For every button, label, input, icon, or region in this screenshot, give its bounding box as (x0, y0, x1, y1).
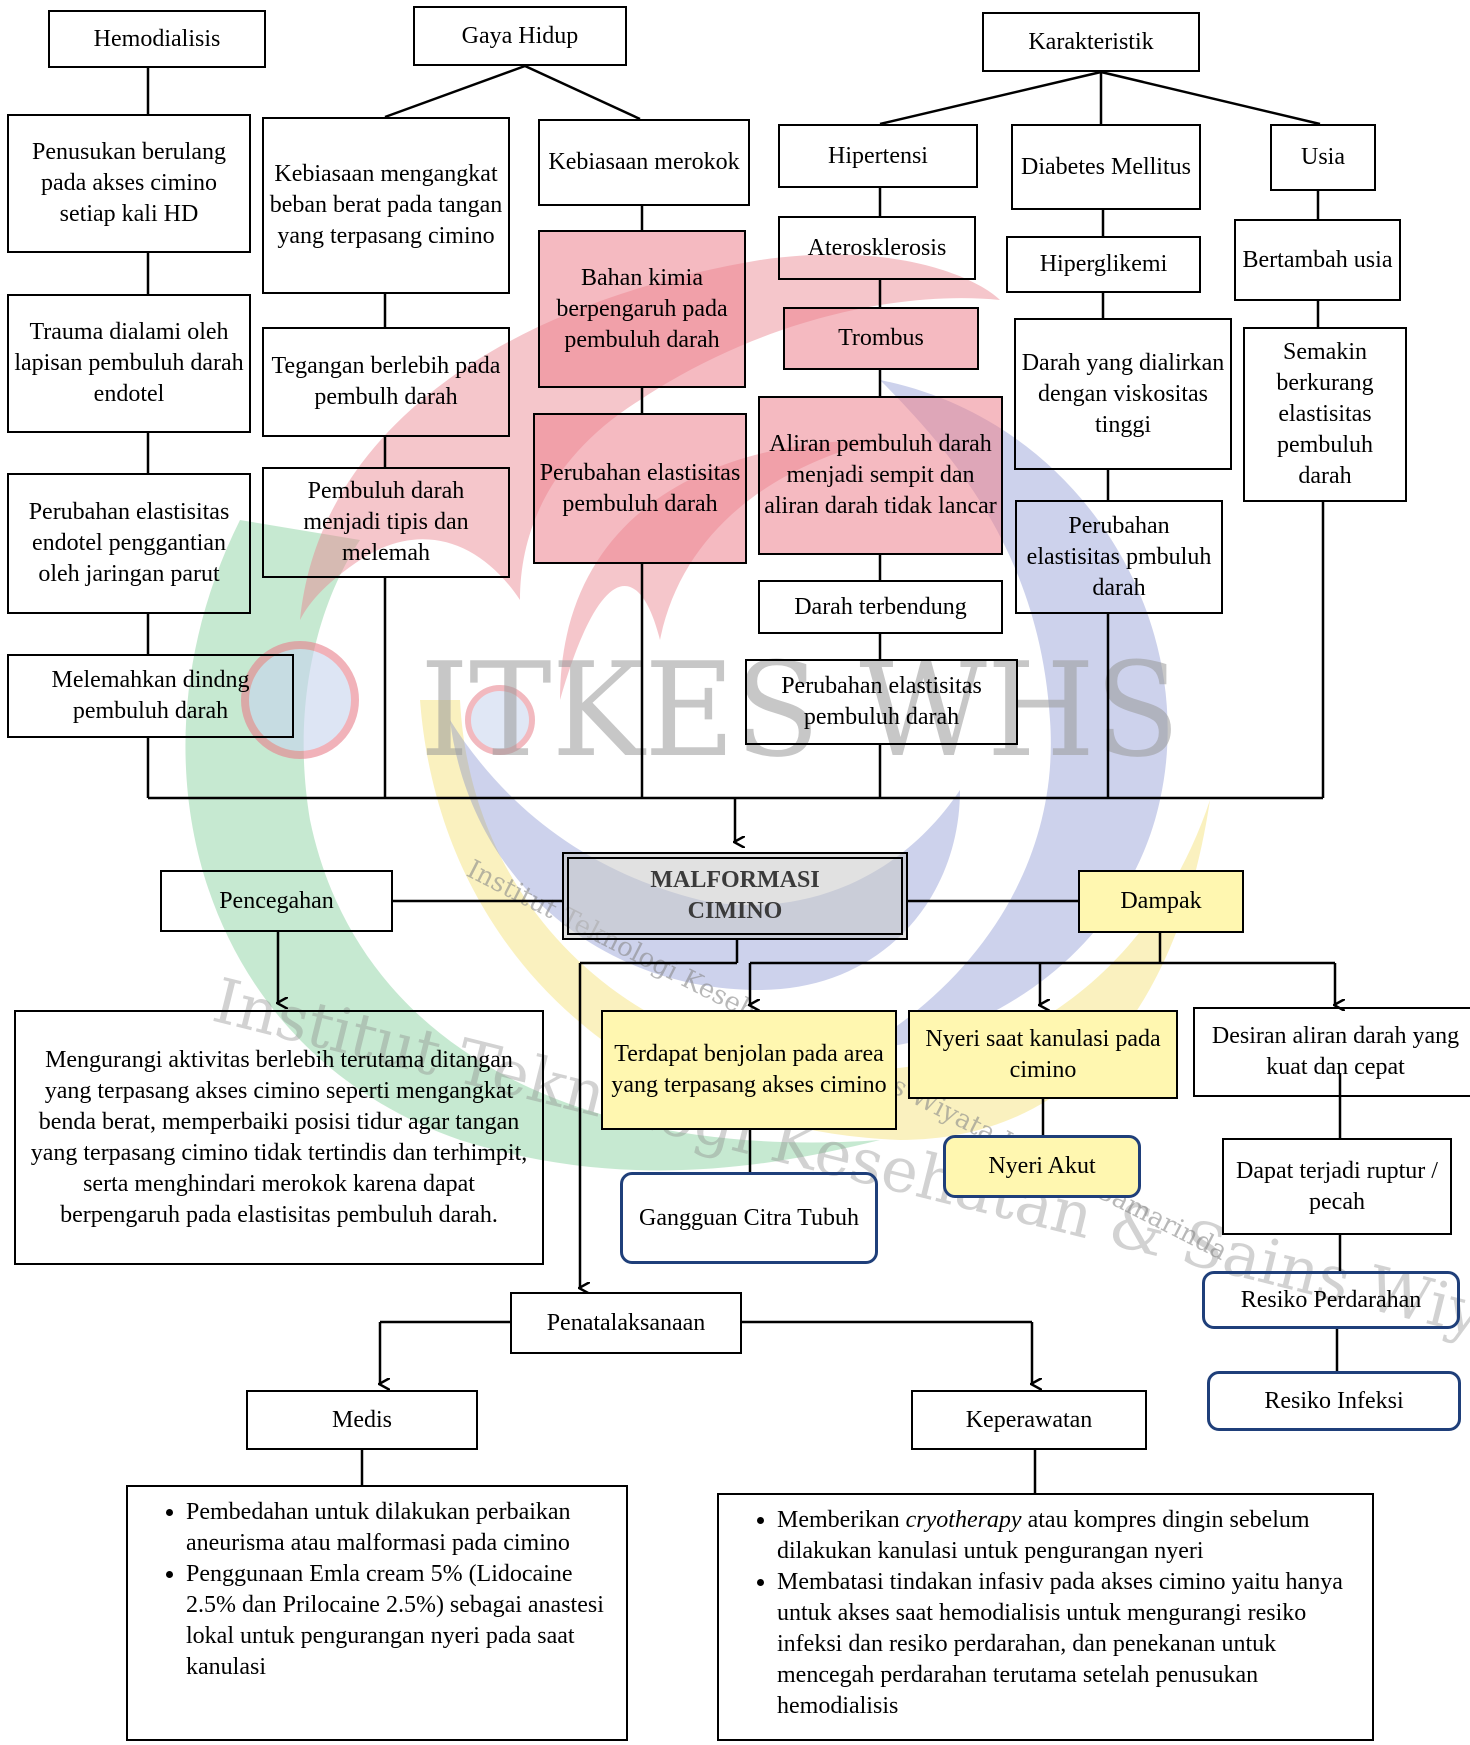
node-desiran: Desiran aliran darah yang kuat dan cepat (1193, 1007, 1470, 1097)
node-bertambah-usia: Bertambah usia (1234, 219, 1401, 301)
node-trombus: Trombus (783, 307, 979, 370)
node-penatalaksanaan: Penatalaksanaan (510, 1292, 742, 1354)
node-perubahan-elastisitas-2: Perubahan elastisitas pembuluh darah (745, 659, 1018, 745)
node-nyeri-akut: Nyeri Akut (943, 1135, 1141, 1198)
medis-list: Pembedahan untuk dilakukan perbaikan ane… (126, 1485, 628, 1741)
node-keperawatan: Keperawatan (911, 1390, 1147, 1450)
watermark-red-flame (300, 254, 1000, 621)
node-aliran-sempit: Aliran pembuluh darah menjadi sempit dan… (758, 396, 1003, 555)
node-hipertensi: Hipertensi (778, 124, 978, 188)
node-perubahan-endotel: Perubahan elastisitas endotel penggantia… (7, 473, 251, 614)
node-pencegahan: Pencegahan (160, 870, 393, 932)
node-karakteristik: Karakteristik (982, 12, 1200, 72)
node-penusukan: Penusukan berulang pada akses cimino set… (7, 114, 251, 253)
node-trauma: Trauma dialami oleh lapisan pembuluh dar… (7, 294, 251, 433)
node-aterosklerosis: Aterosklerosis (778, 216, 976, 280)
keperawatan-list: Memberikan cryotherapy atau kompres ding… (717, 1493, 1374, 1741)
node-kebiasaan-angkat: Kebiasaan mengangkat beban berat pada ta… (262, 117, 510, 294)
node-gaya-hidup: Gaya Hidup (413, 6, 627, 66)
node-ruptur: Dapat terjadi ruptur / pecah (1222, 1138, 1452, 1235)
medis-item: Penggunaan Emla cream 5% (Lidocaine 2.5%… (186, 1559, 612, 1683)
node-kebiasaan-merokok: Kebiasaan merokok (538, 119, 750, 206)
node-diabetes: Diabetes Mellitus (1011, 124, 1201, 210)
node-malformasi-cimino: MALFORMASI CIMINO (562, 852, 908, 940)
node-dampak: Dampak (1078, 870, 1244, 933)
node-semakin-berkurang: Semakin berkurang elastisitas pembuluh d… (1243, 327, 1407, 502)
node-hemodialisis: Hemodialisis (48, 10, 266, 68)
node-resiko-infeksi: Resiko Infeksi (1207, 1371, 1461, 1431)
node-mengurangi-aktivitas: Mengurangi aktivitas berlebih terutama d… (14, 1010, 544, 1265)
node-perubahan-elastisitas-pembuluh: Perubahan elastisitas pembuluh darah (533, 413, 747, 564)
node-perubahan-pmbuluh: Perubahan elastisitas pmbuluh darah (1015, 500, 1223, 614)
node-tegangan: Tegangan berlebih pada pembulh darah (262, 327, 510, 437)
node-melemahkan: Melemahkan dindng pembuluh darah (7, 654, 294, 738)
node-usia: Usia (1270, 124, 1376, 191)
medis-item: Pembedahan untuk dilakukan perbaikan ane… (186, 1497, 612, 1559)
watermark-globe (241, 641, 359, 759)
node-nyeri-kanulasi: Nyeri saat kanulasi pada cimino (908, 1010, 1178, 1099)
keperawatan-item: Memberikan cryotherapy atau kompres ding… (777, 1505, 1358, 1567)
node-resiko-perdarahan: Resiko Perdarahan (1202, 1271, 1460, 1329)
node-benjolan: Terdapat benjolan pada area yang terpasa… (601, 1010, 897, 1130)
keperawatan-item: Membatasi tindakan infasiv pada akses ci… (777, 1567, 1358, 1722)
node-darah-viskositas: Darah yang dialirkan dengan viskositas t… (1014, 318, 1232, 470)
node-gangguan-citra: Gangguan Citra Tubuh (620, 1172, 878, 1264)
node-pembuluh-tipis: Pembuluh darah menjadi tipis dan melemah (262, 467, 510, 578)
watermark-green-arc (185, 520, 880, 1171)
node-bahan-kimia: Bahan kimia berpengaruh pada pembuluh da… (538, 230, 746, 388)
node-darah-terbendung: Darah terbendung (758, 580, 1003, 634)
node-hiperglikemi: Hiperglikemi (1006, 236, 1201, 293)
node-medis: Medis (246, 1390, 478, 1450)
